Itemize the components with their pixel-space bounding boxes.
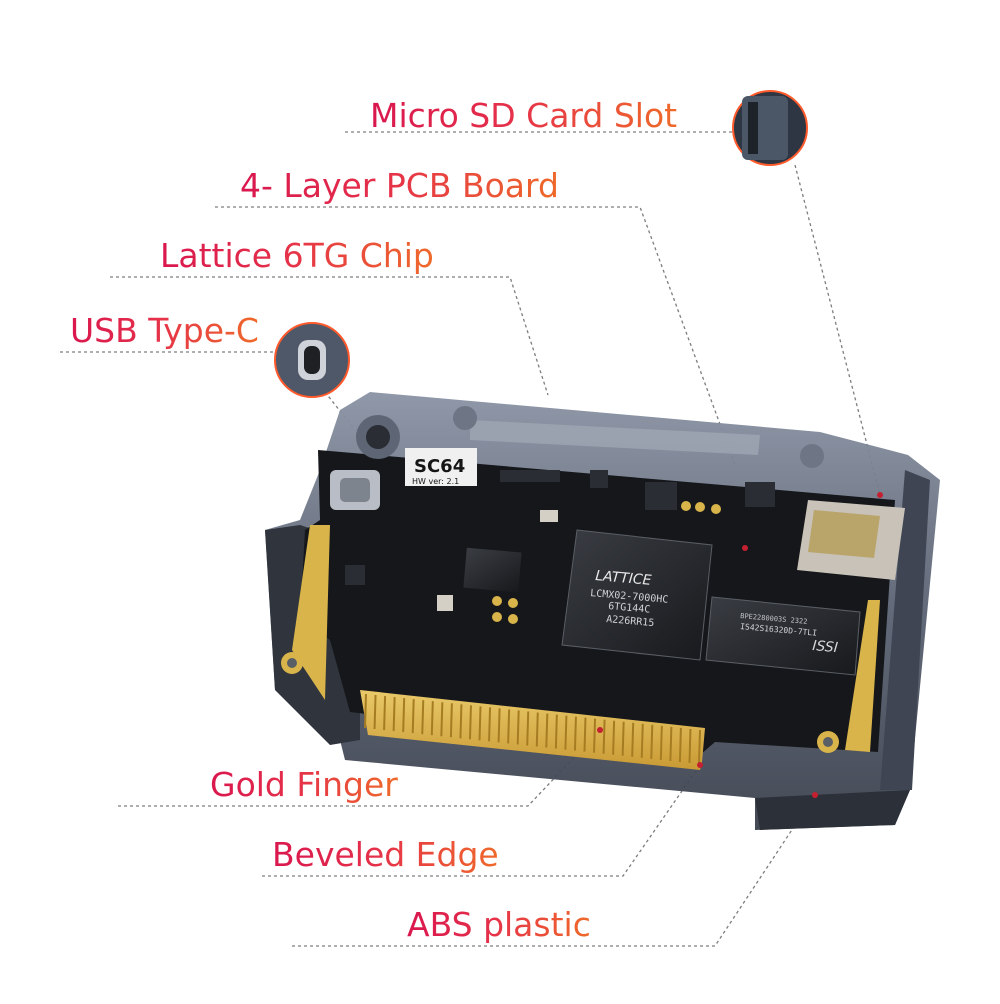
- gold-finger-gap: [583, 717, 587, 752]
- gold-finger-gap: [650, 724, 654, 759]
- callout-chip: Lattice 6TG Chip: [160, 236, 434, 275]
- callout-beveled-edge: Beveled Edge: [272, 835, 499, 874]
- gold-finger-gap: [516, 710, 520, 745]
- gold-finger-gap: [497, 708, 501, 743]
- gold-finger-gap: [688, 728, 692, 764]
- fpga-lot: A226RR15: [606, 614, 655, 629]
- gold-finger-gap: [640, 723, 644, 758]
- callout-usb: USB Type-C: [70, 311, 259, 350]
- fpga-brand: LATTICE: [595, 568, 653, 589]
- gold-finger-gap: [612, 720, 616, 755]
- leader-lines: [60, 131, 881, 947]
- gold-finger-gap: [535, 712, 539, 747]
- callout-pcb: 4- Layer PCB Board: [240, 166, 559, 205]
- callout-micro-sd: Micro SD Card Slot: [370, 96, 678, 135]
- gold-finger-gap: [678, 727, 682, 762]
- gold-finger-gap: [459, 704, 463, 739]
- gold-finger-gap: [373, 694, 377, 730]
- fpga-grade: 6TG144C: [608, 601, 651, 616]
- gold-finger-gap: [573, 716, 577, 751]
- gold-finger-gap: [507, 709, 511, 744]
- gold-finger-gap: [449, 703, 453, 738]
- sc64-label: [405, 448, 477, 486]
- gold-finger-gap: [392, 697, 396, 732]
- sd-slot-zoom: [732, 90, 808, 166]
- gold-finger-gap: [621, 721, 625, 756]
- gold-finger-contacts: [360, 690, 705, 770]
- gold-finger-gap: [564, 715, 568, 750]
- gold-finger-gap: [593, 718, 597, 753]
- gold-finger-gap: [698, 729, 701, 765]
- gold-finger-gap: [364, 693, 367, 729]
- gold-finger-gap: [554, 714, 558, 749]
- callout-markers: [597, 492, 883, 798]
- gold-finger-gap: [478, 706, 482, 741]
- board-title: SC64: [414, 456, 465, 477]
- usb-c-zoom: [274, 322, 350, 398]
- ram-brand: ISSI: [812, 638, 839, 656]
- issi-ram: ISSI IS42S16320D-7TLI BPE2280003S 2322: [705, 596, 861, 676]
- gold-finger-gap: [659, 725, 663, 760]
- gold-finger-gap: [526, 711, 530, 746]
- callout-abs-plastic: ABS plastic: [407, 905, 591, 944]
- lattice-fpga: LATTICE LCMX02-7000HC 6TG144C A226RR15: [561, 529, 713, 661]
- gold-finger-gap: [545, 713, 549, 748]
- board-version: HW ver: 2.1: [412, 477, 459, 486]
- screws: [281, 652, 839, 753]
- gold-finger-gap: [669, 726, 673, 761]
- gold-finger-gap: [402, 698, 406, 733]
- gold-finger-gap: [383, 696, 387, 731]
- callout-gold-finger: Gold Finger: [210, 765, 398, 804]
- gold-finger-gap: [488, 707, 492, 742]
- gold-finger-gap: [411, 699, 415, 734]
- gold-finger-gap: [631, 722, 635, 757]
- usb-c-port: [330, 470, 380, 510]
- micro-sd-slot: [797, 500, 905, 580]
- gold-finger-gap: [421, 700, 425, 735]
- gold-finger-gap: [602, 719, 606, 754]
- small-components: [345, 470, 775, 624]
- gold-finger-gap: [440, 702, 444, 737]
- gold-finger-gap: [430, 701, 434, 736]
- gold-finger-gap: [468, 705, 472, 740]
